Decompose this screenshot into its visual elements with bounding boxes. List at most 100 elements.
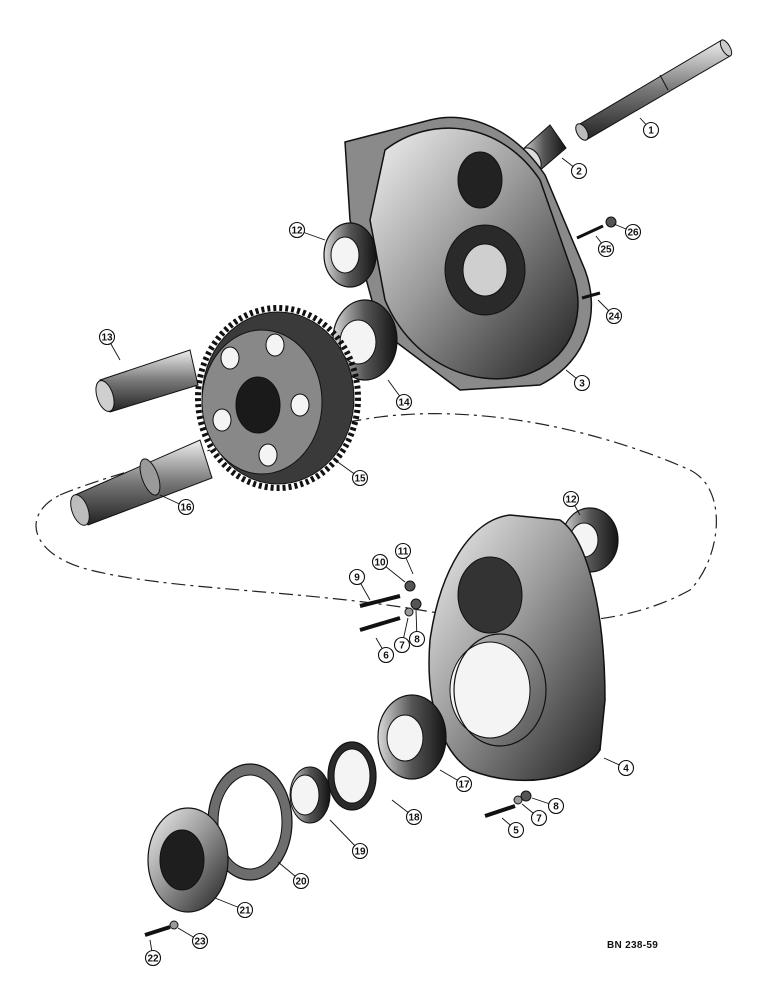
callout-circle	[377, 646, 395, 664]
callout-circle	[144, 949, 162, 967]
callout-label: 9	[354, 573, 360, 584]
callout-circle	[570, 162, 588, 180]
callout-p25: 25	[595, 235, 615, 258]
callout-circle	[573, 374, 591, 392]
callout-circle	[191, 932, 209, 950]
callout-label: 6	[383, 651, 389, 662]
callout-p11: 11	[394, 542, 414, 575]
callout-p3: 3	[565, 369, 591, 392]
callout-circle	[617, 759, 635, 777]
gear-case-cover	[344, 116, 593, 391]
bearing-cup	[327, 741, 377, 811]
callout-label: 2	[576, 167, 582, 178]
callout-p16: 16	[159, 494, 195, 516]
callout-circle	[405, 808, 423, 826]
callout-p21: 21	[214, 897, 254, 919]
callout-label: 18	[408, 813, 420, 824]
callout-label: 24	[608, 312, 620, 323]
callout-label: 8	[553, 802, 559, 813]
gear-case	[428, 514, 606, 782]
callout-circle	[98, 328, 116, 346]
callout-circle	[177, 498, 195, 516]
callout-p15: 15	[334, 459, 369, 487]
ball-bearing-upper	[323, 222, 377, 288]
callout-p12b: 12	[562, 490, 581, 516]
callout-p18: 18	[391, 799, 423, 826]
callout-p22: 22	[144, 939, 162, 967]
callout-label: 20	[295, 877, 307, 888]
callout-p24: 24	[597, 299, 623, 325]
callout-p10: 10	[371, 553, 406, 583]
callout-label: 7	[536, 814, 542, 825]
callout-label: 10	[374, 558, 386, 569]
bearing-retainer	[147, 807, 229, 913]
callout-p4: 4	[603, 757, 635, 777]
callout-p12a: 12	[288, 221, 326, 241]
callout-p9: 9	[348, 568, 371, 601]
callout-circle	[408, 630, 426, 648]
callout-circle	[292, 872, 310, 890]
bearing-17	[377, 694, 447, 780]
callout-layer: 1234567788910111212131415161718192021222…	[98, 117, 660, 967]
callout-circle	[562, 490, 580, 508]
callout-circle	[236, 901, 254, 919]
callout-p2: 2	[561, 157, 588, 180]
callout-label: 15	[354, 474, 366, 485]
callout-circle	[642, 121, 660, 139]
callout-label: 5	[513, 826, 519, 837]
callout-label: 13	[101, 333, 113, 344]
callout-p5: 5	[501, 817, 525, 839]
input-shaft	[575, 39, 733, 141]
callout-label: 4	[623, 764, 629, 775]
spacer	[289, 766, 331, 824]
callout-circle	[597, 240, 615, 258]
callout-circle	[624, 223, 642, 241]
assembly-outline	[35, 413, 717, 624]
callout-p8a: 8	[408, 609, 426, 648]
callout-p19: 19	[329, 819, 369, 860]
callout-p7b: 7	[521, 803, 548, 827]
gasket	[207, 763, 293, 881]
callout-circle	[348, 568, 366, 586]
callout-p23: 23	[177, 927, 209, 950]
callout-circle	[547, 797, 565, 815]
callout-label: 7	[399, 641, 405, 652]
callout-p6: 6	[375, 637, 395, 664]
callout-label: 12	[565, 495, 577, 506]
callout-circle	[507, 821, 525, 839]
callout-label: 23	[194, 937, 206, 948]
callout-p17: 17	[439, 769, 473, 793]
spur-gear	[195, 305, 361, 491]
callout-circle	[530, 809, 548, 827]
callout-label: 12	[291, 226, 303, 237]
callout-label: 16	[180, 503, 192, 514]
pinion-shaft	[95, 349, 199, 413]
fasteners	[144, 216, 617, 937]
callout-label: 22	[147, 954, 159, 965]
reference-code: BN 238-59	[607, 940, 659, 951]
callout-label: 1	[648, 126, 654, 137]
callout-label: 17	[458, 780, 470, 791]
callout-p14: 14	[387, 379, 413, 411]
callout-circle	[393, 636, 411, 654]
callout-circle	[455, 775, 473, 793]
callout-label: 14	[398, 398, 410, 409]
callout-label: 3	[579, 379, 585, 390]
callout-label: 25	[600, 245, 612, 256]
callout-label: 21	[239, 906, 251, 917]
callout-label: 11	[398, 547, 409, 558]
callout-p7a: 7	[393, 617, 411, 654]
callout-circle	[371, 553, 389, 571]
callout-p26: 26	[613, 223, 642, 241]
output-shaft	[70, 439, 213, 526]
callout-circle	[394, 542, 412, 560]
callout-circle	[288, 221, 306, 239]
callout-label: 19	[354, 847, 366, 858]
callout-circle	[395, 393, 413, 411]
callout-label: 8	[414, 635, 420, 646]
callout-p13: 13	[98, 328, 121, 361]
callout-circle	[605, 307, 623, 325]
callout-circle	[351, 469, 369, 487]
callout-p8b: 8	[531, 797, 565, 815]
